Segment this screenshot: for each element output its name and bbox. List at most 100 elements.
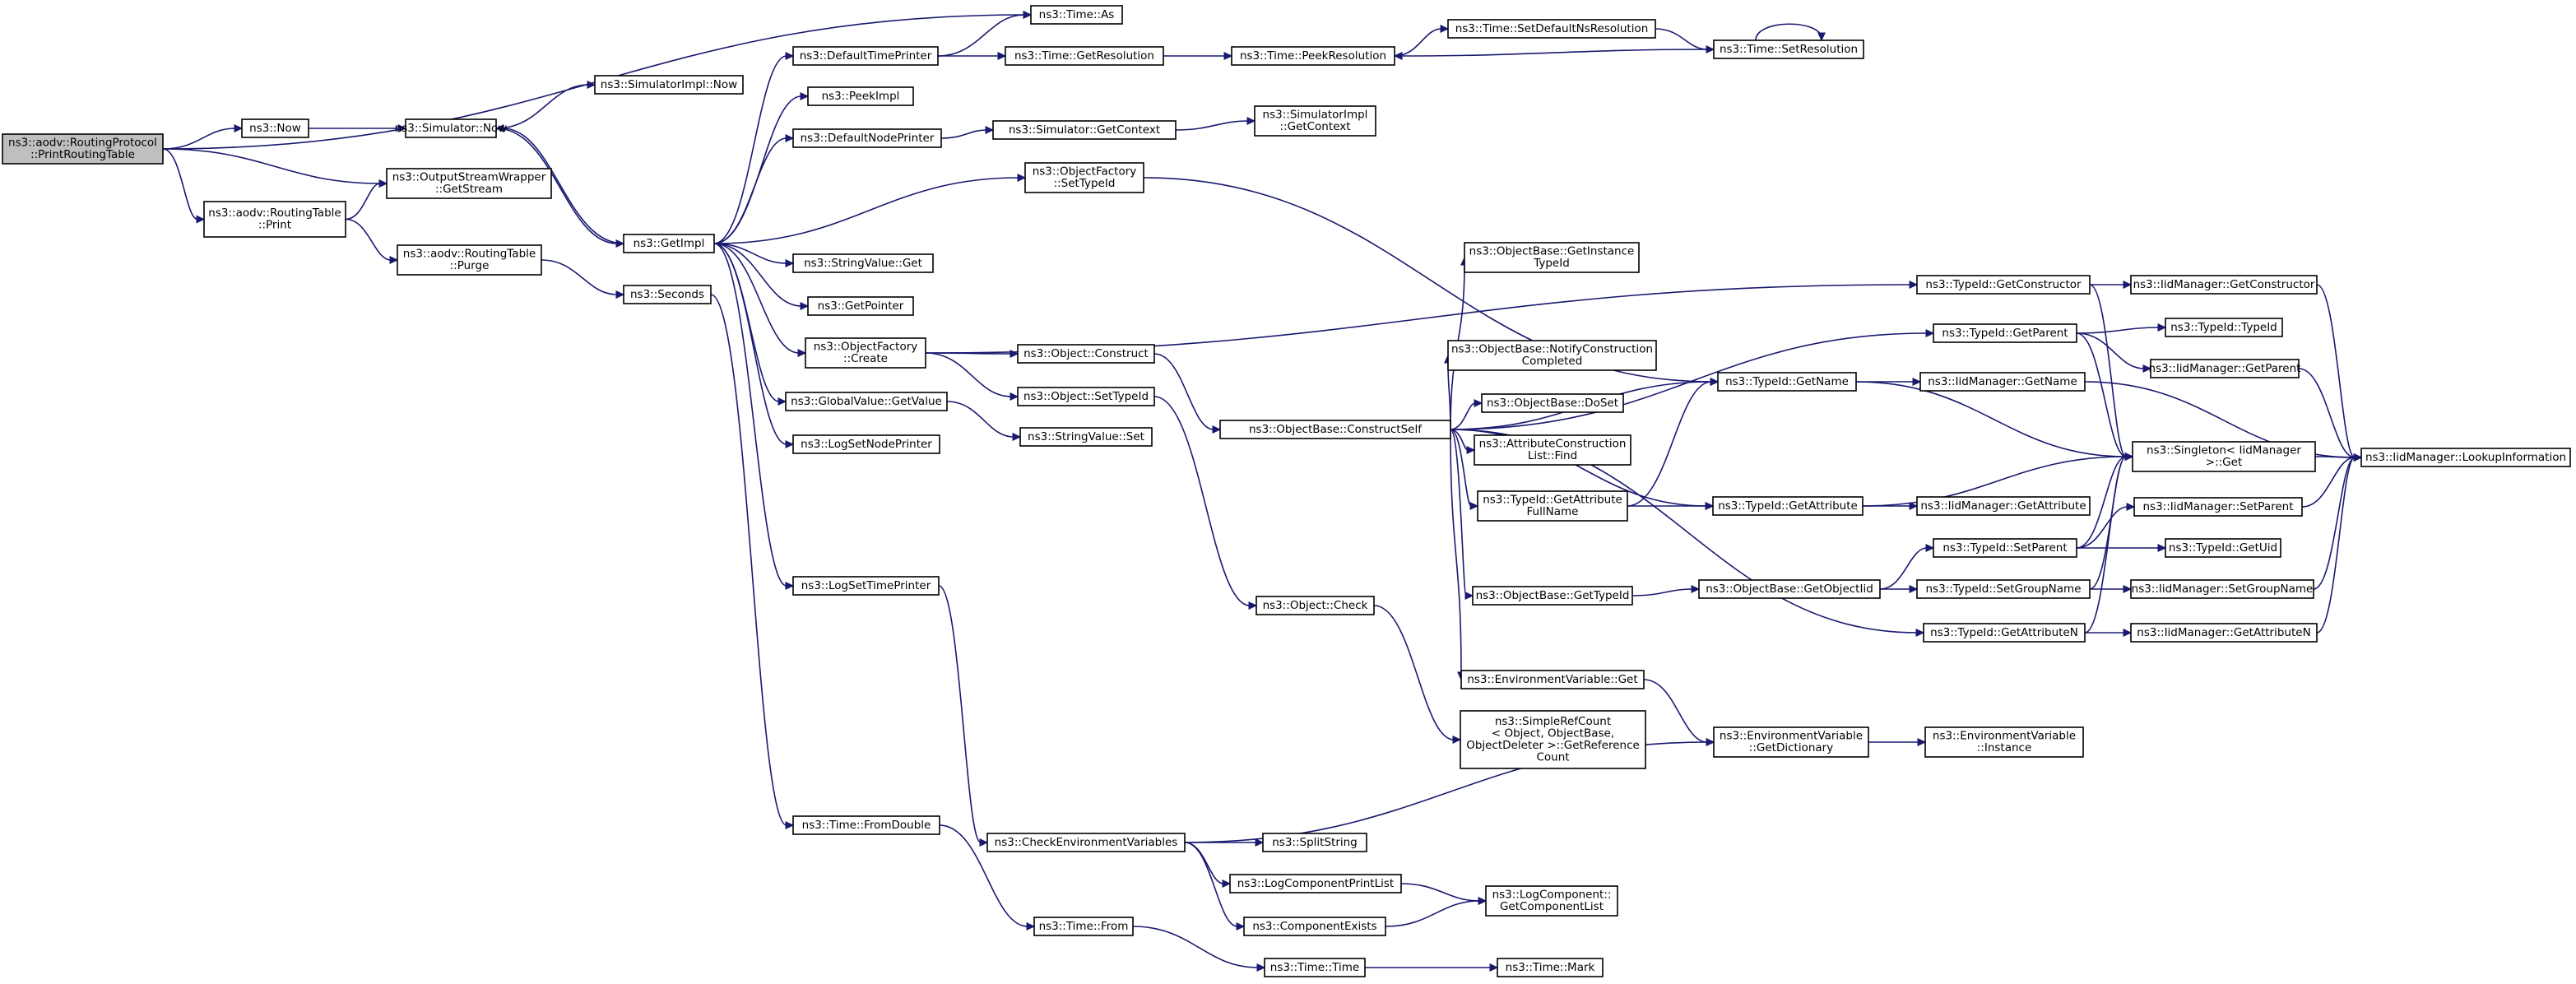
call-node[interactable]: ns3::EnvironmentVariable::Get [1460, 670, 1645, 689]
node-box [1219, 420, 1451, 439]
call-node[interactable]: ns3::GetPointer [807, 296, 914, 316]
call-node[interactable]: ns3::Object::Check [1256, 596, 1375, 615]
call-node[interactable]: ns3::EnvironmentVariable::Instance [1924, 726, 2084, 758]
node-box [1447, 340, 1657, 371]
call-node[interactable]: ns3::aodv::RoutingTable::Purge [397, 244, 542, 276]
call-node[interactable]: ns3::TypeId::GetAttribute [1712, 496, 1864, 516]
call-node[interactable]: ns3::Simulator::GetContext [992, 120, 1177, 140]
call-node[interactable]: ns3::Object::Construct [1017, 344, 1155, 364]
call-node[interactable]: ns3::TypeId::SetParent [1933, 538, 2077, 558]
call-node[interactable]: ns3::Object::SetTypeId [1017, 387, 1155, 406]
call-node[interactable]: ns3::TypeId::GetConstructor [1916, 275, 2091, 295]
node-box [792, 128, 942, 148]
call-node[interactable]: ns3::Time::As [1030, 5, 1123, 25]
call-edge [946, 401, 1014, 438]
call-node[interactable]: ns3::LogComponent::GetComponentList [1485, 885, 1618, 917]
call-node[interactable]: ns3::StringValue::Set [1019, 427, 1153, 447]
call-node[interactable]: ns3::aodv::RoutingProtocol::PrintRouting… [2, 133, 164, 165]
call-node[interactable]: ns3::Seconds [623, 285, 712, 304]
edge-arrowhead [2124, 453, 2134, 461]
call-node[interactable]: ns3::TypeId::GetParent [1933, 323, 2077, 343]
node-label: ns3::DefaultNodePrinter [801, 132, 935, 145]
call-node[interactable]: ns3::IidManager::SetGroupName [2130, 579, 2314, 599]
call-node[interactable]: ns3::IidManager::GetName [1919, 372, 2086, 392]
call-edge [713, 243, 787, 587]
call-node[interactable]: ns3::Time::GetResolution [1005, 46, 1164, 66]
call-node[interactable]: ns3::SimpleRefCount< Object, ObjectBase,… [1460, 710, 1646, 769]
call-edge [713, 243, 800, 354]
node-label: ns3::ObjectFactory [1033, 165, 1137, 179]
call-node[interactable]: ns3::aodv::RoutingTable::Print [203, 201, 346, 238]
call-node[interactable]: ns3::DefaultTimePrinter [792, 46, 939, 66]
call-node[interactable]: ns3::Time::Time [1264, 958, 1366, 977]
call-edge [2076, 327, 2160, 334]
call-edge [2316, 457, 2356, 634]
call-node[interactable]: ns3::OutputStreamWrapper::GetStream [386, 168, 552, 199]
call-node[interactable]: ns3::ComponentExists [1243, 917, 1386, 936]
call-node[interactable]: ns3::IidManager::GetAttribute [1916, 496, 2091, 516]
node-label: ns3::ObjectBase::GetObjectIid [1706, 583, 1873, 596]
call-edge [2084, 456, 2127, 634]
call-node[interactable]: ns3::SimulatorImpl::GetContext [1254, 105, 1376, 137]
call-edge [2316, 284, 2356, 458]
call-edge [2301, 457, 2356, 508]
call-node[interactable]: ns3::SimulatorImpl::Now [594, 75, 744, 95]
call-edge [940, 129, 987, 139]
call-node[interactable]: ns3::CheckEnvironmentVariables [986, 833, 1186, 852]
call-node[interactable]: ns3::PeekImpl [807, 86, 914, 106]
node-box [1460, 710, 1646, 769]
node-box [986, 833, 1186, 852]
node-label: ns3::Time::PeekResolution [1240, 49, 1386, 63]
call-node[interactable]: ns3::IidManager::GetParent [2149, 359, 2301, 378]
call-edge [2298, 368, 2356, 458]
call-node[interactable]: ns3::GetImpl [623, 234, 715, 253]
call-node[interactable]: ns3::Time::PeekResolution [1231, 46, 1395, 66]
call-node[interactable]: ns3::DefaultNodePrinter [792, 128, 942, 148]
call-node[interactable]: ns3::TypeId::TypeId [2165, 318, 2283, 337]
call-node[interactable]: ns3::Time::FromDouble [792, 815, 940, 835]
edge-arrowhead [797, 349, 807, 357]
call-node[interactable]: ns3::LogSetTimePrinter [792, 576, 940, 596]
call-node[interactable]: ns3::EnvironmentVariable::GetDictionary [1713, 726, 1869, 758]
call-node[interactable]: ns3::Singleton< IidManager>::Get [2132, 441, 2316, 472]
node-box [1713, 39, 1864, 59]
call-node[interactable]: ns3::StringValue::Get [792, 253, 934, 273]
call-node[interactable]: ns3::IidManager::GetConstructor [2130, 275, 2318, 295]
call-node[interactable]: ns3::ObjectBase::GetObjectIid [1698, 579, 1881, 599]
call-node[interactable]: ns3::IidManager::GetAttributeN [2130, 623, 2318, 643]
call-node[interactable]: ns3::LogComponentPrintList [1229, 874, 1402, 893]
call-node[interactable]: ns3::TypeId::GetUid [2165, 538, 2281, 558]
call-node[interactable]: ns3::Simulator::Now [395, 118, 508, 138]
call-node[interactable]: ns3::Time::SetResolution [1713, 39, 1864, 59]
call-node[interactable]: ns3::ObjectBase::ConstructSelf [1219, 420, 1451, 439]
edge-arrowhead [997, 52, 1007, 60]
call-node[interactable]: ns3::ObjectBase::NotifyConstructionCompl… [1447, 340, 1657, 371]
call-node[interactable]: ns3::SplitString [1262, 833, 1367, 852]
call-node[interactable]: ns3::TypeId::GetAttributeN [1923, 623, 2086, 643]
call-node[interactable]: ns3::ObjectFactory::SetTypeId [1024, 162, 1144, 193]
node-box [1030, 5, 1123, 25]
call-node[interactable]: ns3::LogSetNodePrinter [792, 434, 940, 454]
call-node[interactable]: ns3::Time::Mark [1497, 958, 1604, 977]
call-node[interactable]: ns3::TypeId::SetGroupName [1916, 579, 2091, 599]
call-node[interactable]: ns3::ObjectBase::GetTypeId [1472, 586, 1633, 606]
edge-arrowhead [777, 397, 787, 406]
node-label: ns3::IidManager::GetAttributeN [2137, 626, 2310, 639]
call-node[interactable]: ns3::ObjectBase::DoSet [1481, 393, 1624, 413]
call-node[interactable]: ns3::Time::SetDefaultNsResolution [1447, 19, 1656, 39]
call-node[interactable]: ns3::IidManager::LookupInformation [2360, 448, 2571, 467]
call-node[interactable]: ns3::IidManager::SetParent [2133, 497, 2303, 517]
call-node[interactable]: ns3::ObjectFactory::Create [805, 337, 926, 369]
call-node[interactable]: ns3::Now [241, 118, 309, 138]
node-box [807, 296, 914, 316]
call-edge [162, 148, 198, 220]
call-node[interactable]: ns3::GlobalValue::GetValue [785, 392, 948, 411]
call-node[interactable]: ns3::TypeId::GetName [1717, 372, 1857, 392]
call-node[interactable]: ns3::Time::From [1033, 917, 1134, 936]
node-label: ns3::Time::GetResolution [1014, 49, 1154, 63]
node-box [1916, 496, 2091, 516]
edge-arrowhead [1489, 963, 1499, 972]
